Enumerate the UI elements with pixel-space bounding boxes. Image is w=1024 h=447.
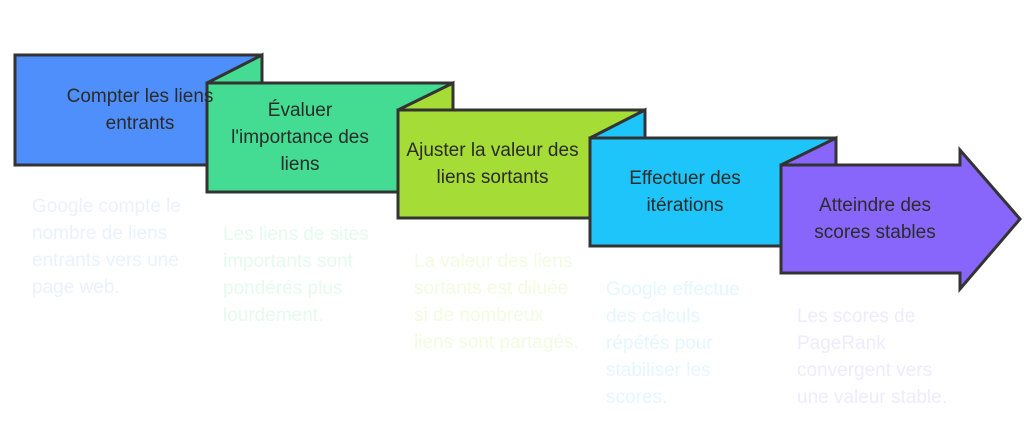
step-2-description: Les liens de sites importants sont pondé… xyxy=(223,224,369,326)
step-1-title: Compter les liens entrants xyxy=(66,86,214,134)
step-1-description: Google compte le nombre de liens entrant… xyxy=(32,196,181,298)
step-4-description: Google effectue des calculs répétés pour… xyxy=(606,279,740,408)
step-2-title: Évaluer l'importance des liens xyxy=(231,100,369,175)
step-5-title: Atteindre des scores stables xyxy=(814,195,936,243)
step-4-title: Effectuer des itérations xyxy=(629,168,741,216)
step-3-description: La valeur des liens sortants est diluée … xyxy=(414,251,579,353)
step-5-arrow xyxy=(779,145,1022,294)
step-5-description: Les scores de PageRank convergent vers u… xyxy=(797,306,947,408)
step-3-title: Ajuster la valeur des liens sortants xyxy=(406,140,579,188)
